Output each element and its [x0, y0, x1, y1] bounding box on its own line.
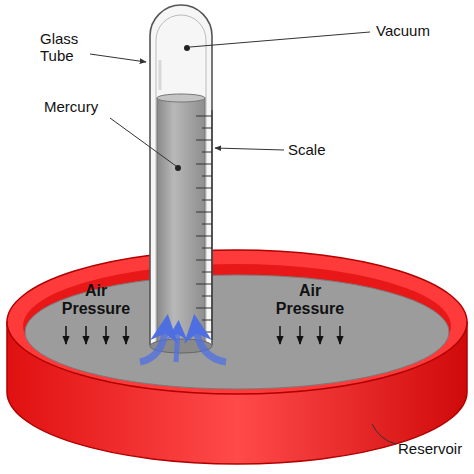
label-text: Air Pressure: [276, 282, 345, 317]
glass-tube-inner-wall: [156, 15, 206, 345]
leader-line: [372, 424, 396, 444]
part-label: Scale: [288, 141, 358, 158]
mercury-column: [157, 98, 205, 346]
glass-tube: [150, 5, 212, 345]
scale-tick: [196, 212, 212, 213]
pressure-label: Air Pressure: [51, 282, 141, 319]
scale-tick: [202, 152, 212, 153]
leader-line: [190, 32, 370, 47]
scale-tick: [196, 260, 212, 261]
pressure-label: Air Pressure: [265, 282, 355, 319]
flow-arrows: [140, 328, 226, 362]
mercury-meniscus: [157, 94, 205, 102]
reservoir-rim: [7, 250, 467, 394]
label-text: Glass Tube: [40, 30, 78, 64]
scale-tick: [202, 224, 212, 225]
scale-tick: [196, 284, 212, 285]
part-label: Glass Tube: [40, 30, 100, 65]
glass-highlight: [159, 60, 162, 90]
scale-tick: [202, 320, 212, 321]
scale-tick: [196, 116, 212, 117]
leader-line: [215, 148, 284, 150]
scale-tick: [202, 272, 212, 273]
scale-tick: [202, 200, 212, 201]
scale-tick: [196, 308, 212, 309]
leader-line: [110, 118, 176, 166]
scale-tick: [196, 236, 212, 237]
scale-tick: [202, 176, 212, 177]
label-text: Reservoir: [398, 440, 462, 457]
scale-line: [212, 110, 213, 340]
label-text: Air Pressure: [62, 282, 131, 317]
label-text: Scale: [288, 141, 326, 158]
part-label: Mercury: [44, 98, 124, 115]
scale-tick: [202, 296, 212, 297]
leader-line: [90, 54, 146, 62]
scale-tick: [196, 140, 212, 141]
scale-tick: [196, 188, 212, 189]
part-label: Reservoir: [398, 440, 470, 457]
scale-tick: [196, 164, 212, 165]
vacuum-dot: [184, 45, 190, 51]
reservoir-inner-wall: [23, 264, 451, 388]
scale-tick: [202, 128, 212, 129]
mercury-surface: [25, 275, 449, 389]
scale-tick: [202, 248, 212, 249]
label-text: Vacuum: [376, 22, 430, 39]
label-text: Mercury: [44, 98, 98, 115]
part-label: Vacuum: [376, 22, 466, 39]
scale-ticks: [196, 116, 212, 332]
